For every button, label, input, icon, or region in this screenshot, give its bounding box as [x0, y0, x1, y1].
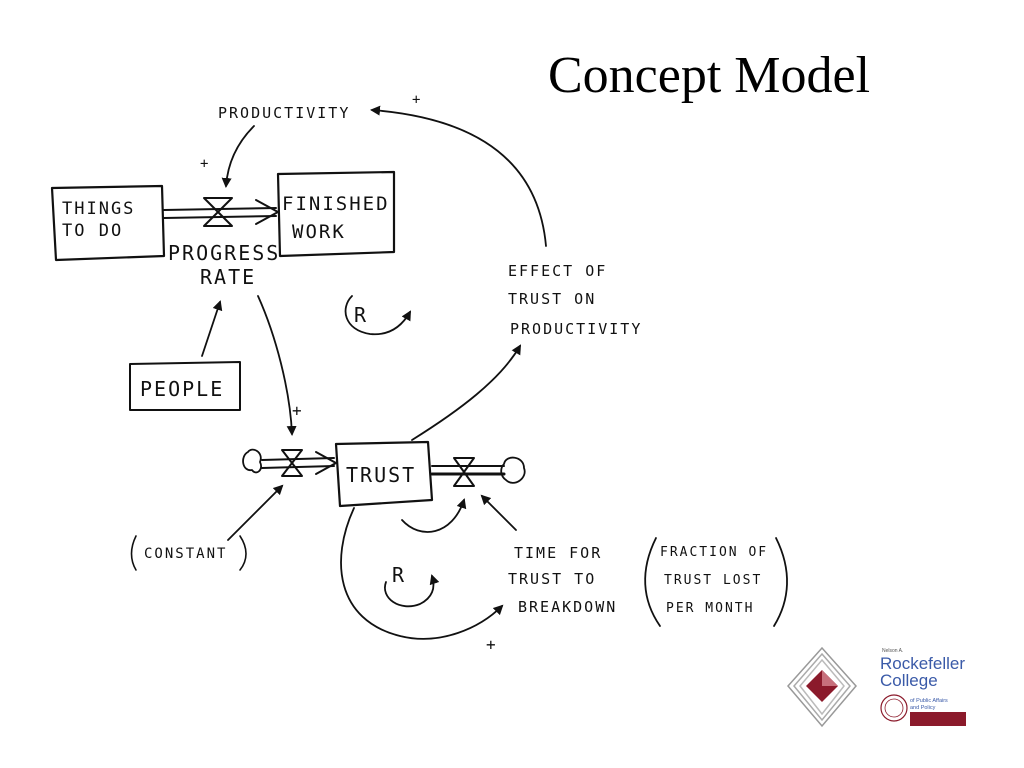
people-to-progress-arrow [201, 300, 223, 357]
logo-line1: Rockefeller [880, 654, 965, 673]
polarity-progress-to-trust: + [292, 401, 304, 420]
polarity-trust-breakdown: + [486, 635, 498, 654]
trust-inflow [242, 448, 337, 477]
effect-to-productivity-arrow [370, 105, 547, 247]
progress-valve-icon [203, 197, 233, 227]
stock-people: PEOPLE [129, 361, 241, 411]
outflow-cloud-icon [500, 456, 526, 484]
constant-variable: CONSTANT [130, 535, 247, 571]
progress-rate-line2: RATE [200, 265, 256, 289]
logo-line2: College [880, 671, 938, 690]
loop-lower-label: R [392, 563, 406, 587]
college-logo: Nelson A. Rockefeller College of Public … [787, 646, 966, 728]
stock-finished-work: FINISHED WORK [276, 170, 396, 258]
progress-rate-line1: PROGRESS [168, 241, 280, 265]
time-to-outflow-arrow [480, 494, 517, 531]
seal-icon [880, 694, 908, 722]
people-label: PEOPLE [140, 377, 224, 401]
inflow-valve-icon [281, 449, 303, 477]
diamond-emblem-icon [787, 646, 857, 728]
things-to-do-line2: TO DO [62, 221, 123, 241]
trust-to-effect-arrow [411, 344, 522, 441]
inflow-cloud-icon [242, 448, 262, 474]
time-line1: TIME FOR [514, 544, 602, 562]
time-for-trust-label: TIME FOR TRUST TO BREAKDOWN [508, 544, 617, 616]
polarity-productivity-out: + [412, 92, 422, 108]
progress-to-trust-arrow [257, 295, 297, 436]
time-line2: TRUST TO [508, 570, 596, 588]
logo-sub2: and Policy [910, 705, 936, 711]
logo-accent-bar [910, 712, 966, 726]
finished-work-line2: WORK [292, 221, 346, 243]
productivity-label: PRODUCTIVITY [218, 104, 350, 122]
finished-work-line1: FINISHED [282, 193, 390, 215]
fraction-line2: TRUST LOST [664, 573, 762, 588]
progress-rate-label: PROGRESS RATE [168, 241, 280, 289]
reinforcing-loop-upper: R [344, 295, 411, 336]
polarity-productivity-in: + [200, 156, 210, 172]
rockefeller-wordmark: Nelson A. Rockefeller College of Public … [880, 648, 966, 726]
outflow-valve-icon [453, 457, 475, 487]
effect-line1: EFFECT OF [508, 262, 607, 280]
logo-sub1: of Public Affairs [910, 698, 948, 704]
fraction-line1: FRACTION OF [660, 545, 768, 560]
slide-title: Concept Model [548, 47, 871, 104]
things-to-do-line1: THINGS [62, 199, 135, 219]
constant-label: CONSTANT [144, 546, 227, 562]
time-line3: BREAKDOWN [518, 598, 617, 616]
logo-prefix: Nelson A. [882, 648, 903, 654]
trust-to-outflow-arrow [401, 498, 467, 533]
trust-to-breakdown-arrow [340, 507, 504, 640]
constant-to-inflow-arrow [227, 484, 284, 541]
stock-trust: TRUST [334, 440, 434, 508]
trust-outflow [430, 456, 526, 487]
effect-line3: PRODUCTIVITY [510, 320, 642, 338]
fraction-line3: PER MONTH [666, 601, 754, 616]
reinforcing-loop-lower: R [384, 563, 440, 608]
effect-of-trust-label: EFFECT OF TRUST ON PRODUCTIVITY [508, 262, 642, 338]
stock-things-to-do: THINGS TO DO [50, 184, 166, 262]
progress-flow-pipe [163, 197, 279, 227]
loop-upper-label: R [354, 303, 368, 327]
trust-label: TRUST [346, 463, 416, 487]
fraction-of-trust-variable: FRACTION OF TRUST LOST PER MONTH [644, 537, 788, 627]
productivity-to-valve-arrow [221, 125, 255, 188]
effect-line2: TRUST ON [508, 290, 596, 308]
